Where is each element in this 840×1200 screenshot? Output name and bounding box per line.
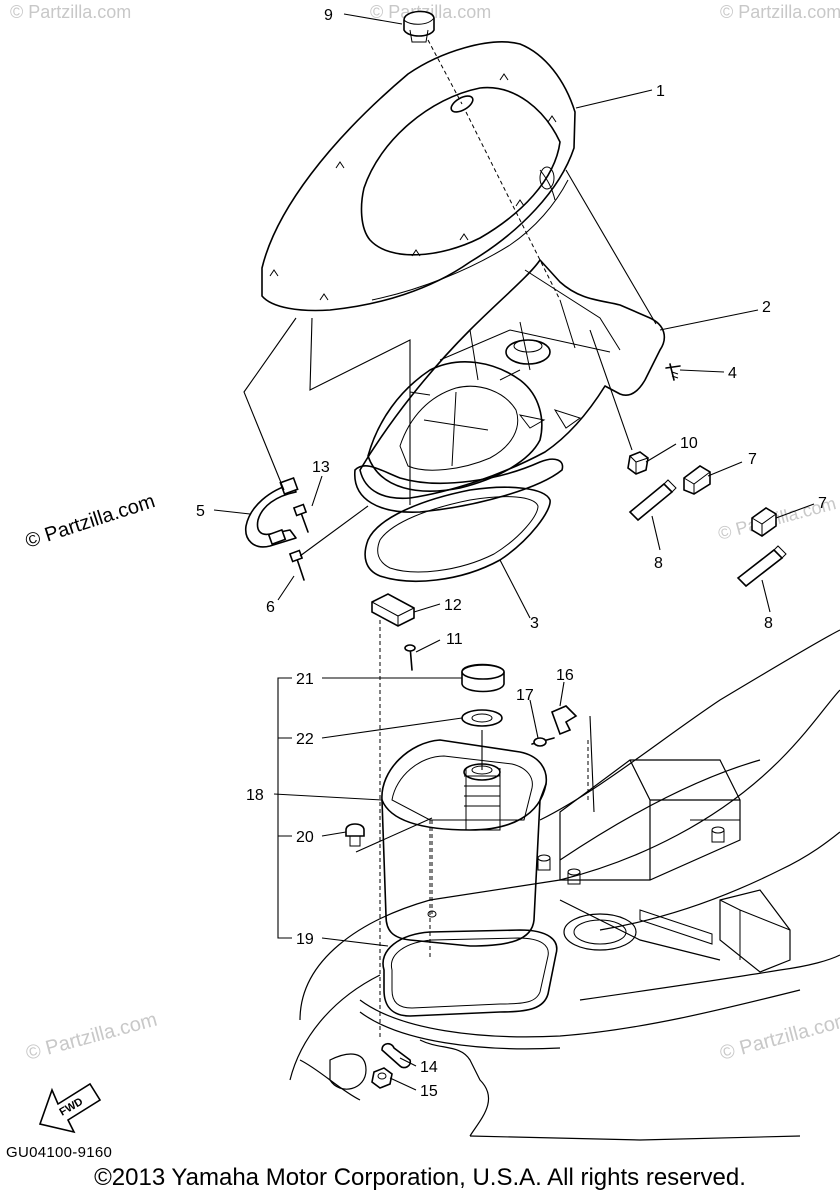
part-15-nut [371,1067,393,1089]
part-6-screw [288,549,305,581]
callout-5: 5 [196,503,205,520]
watermark-faint: © Partzilla.com [10,2,131,22]
watermark-faint: © Partzilla.com [24,1009,160,1065]
callout-20: 20 [296,829,314,846]
hull-outline [289,629,840,1141]
part-11-bolt [404,644,416,671]
callout-15: 15 [420,1083,438,1100]
callout-leaders [213,13,815,1091]
fwd-arrow-icon: FWD [38,1082,102,1134]
part-3-gasket [364,486,551,582]
watermark-faint: © Partzilla.com [718,1009,840,1065]
callout-12: 12 [444,597,462,614]
watermark-faint: © Partzilla.com [370,2,491,22]
part-16-bracket [550,705,578,736]
callout-6: 6 [266,599,275,616]
part-5-clip [245,476,299,548]
callout-8: 8 [654,555,663,572]
part-14-pin [381,1042,412,1069]
callout-numbers: 9 1 2 4 10 7 7 8 8 13 5 6 12 11 3 16 17 … [196,7,827,1100]
assembly-lines [243,39,657,1040]
callout-13: 13 [312,459,330,476]
part-22-ring [461,709,503,727]
callout-3: 3 [530,615,539,632]
part-20-grommet [345,823,365,847]
part-1-cover [261,41,576,312]
part-8-pad-2 [736,545,787,588]
part-18-storage-box [381,739,548,947]
watermark-faint: © Partzilla.com [720,2,840,22]
callout-17: 17 [516,687,534,704]
callout-9: 9 [324,7,333,24]
part-7-cap-2 [751,507,777,537]
part-19-gasket [382,929,558,1017]
callout-1: 1 [656,83,665,100]
callout-4: 4 [728,365,737,382]
callout-21: 21 [296,671,314,688]
callout-2: 2 [762,299,771,316]
callout-18: 18 [246,787,264,804]
callout-14: 14 [420,1059,438,1076]
callout-7: 7 [748,451,757,468]
part-8-pad [628,479,677,522]
callout-7-b: 7 [818,495,827,512]
callout-8-b: 8 [764,615,773,632]
watermark-main: © Partzilla.com [23,490,158,553]
part-2-frame [354,259,666,513]
part-7-cap [683,465,711,495]
part-17-screw [531,737,555,747]
part-9-plug [403,10,435,43]
callout-11: 11 [446,631,463,648]
callout-19: 19 [296,931,314,948]
part-13-screw [292,503,309,533]
callout-10: 10 [680,435,698,452]
copyright-notice: ©2013 Yamaha Motor Corporation, U.S.A. A… [94,1164,746,1191]
part-12-bracket [371,593,415,627]
diagram-code: GU04100-9160 [6,1144,113,1161]
part-10-nut [627,451,649,475]
part-4-screw [665,363,681,381]
callout-22: 22 [296,731,314,748]
callout-16: 16 [556,667,574,684]
part-21-cap [461,663,505,693]
